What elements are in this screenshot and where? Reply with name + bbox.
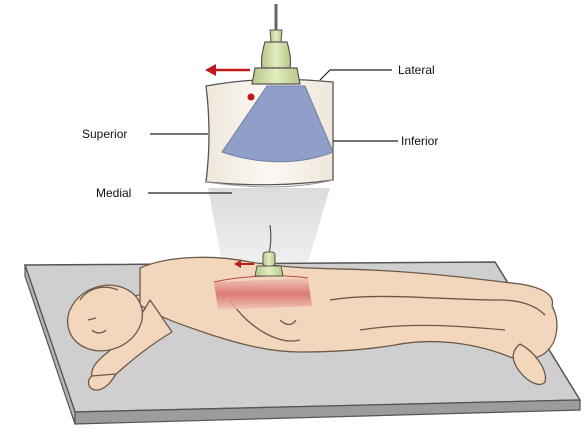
direction-arrow-icon <box>205 64 250 76</box>
label-superior: Superior <box>82 127 127 141</box>
label-inferior: Inferior <box>401 134 438 148</box>
label-medial: Medial <box>96 186 131 200</box>
orientation-marker-icon <box>248 94 255 101</box>
large-probe-icon <box>252 4 300 84</box>
label-lateral: Lateral <box>398 63 435 77</box>
